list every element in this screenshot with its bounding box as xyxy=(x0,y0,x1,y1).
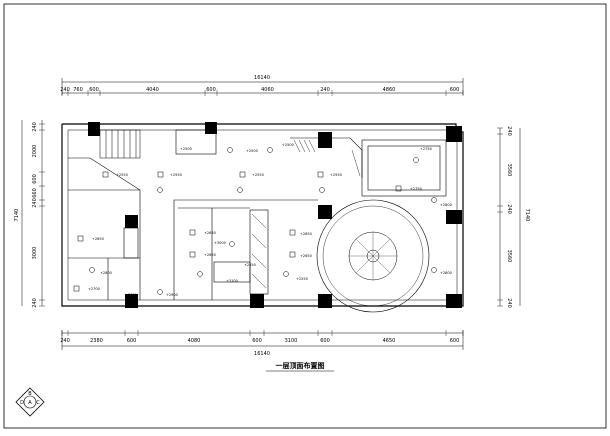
badge-letter-left: D xyxy=(20,400,24,406)
sheet-border xyxy=(3,3,607,429)
fixture-elevation-label: +2650 xyxy=(92,237,104,241)
fixture-elevation-label: +3100 xyxy=(226,279,238,283)
interior-partitions xyxy=(68,129,363,300)
bottom-dimension-value: 4080 xyxy=(188,338,201,344)
bottom-overall-value: 16140 xyxy=(254,351,270,357)
coffered-ceiling-panel xyxy=(361,139,447,197)
top-dimension-value: 4860 xyxy=(383,87,396,93)
top-dimension-value: 240 xyxy=(320,87,330,93)
stair xyxy=(99,129,141,159)
fixture-elevation-label: +2700 xyxy=(88,287,100,291)
left-dimension-value: 240 xyxy=(32,298,38,308)
right-dimension-value: 240 xyxy=(506,298,512,308)
fixture-elevation-label: +2750 xyxy=(410,187,422,191)
left-overall-value: 7140 xyxy=(14,209,20,222)
fixture-elevation-label: +2700 xyxy=(125,293,137,297)
fixture-elevation-label: +2550 xyxy=(170,173,182,177)
fixture-elevation-label: +2650 xyxy=(204,253,216,257)
bottom-dimension-value: 600 xyxy=(252,338,262,344)
fixture-elevation-label: +2550 xyxy=(116,173,128,177)
structural-columns xyxy=(88,122,462,308)
fixture-elevation-label: +2650 xyxy=(300,232,312,236)
bottom-dimension-value: 600 xyxy=(127,338,137,344)
fixture-elevation-label: +2500 xyxy=(180,147,192,151)
fixture-elevation-label: +2550 xyxy=(296,277,308,281)
badge-letter-center: A xyxy=(28,400,32,406)
fixture-elevation-labels: +2550 +2550 +2550 +2550 +2500 +2500 +2500 +2650… xyxy=(88,143,452,297)
bottom-dimension-value: 600 xyxy=(320,338,330,344)
fixture-elevation-label: +2650 xyxy=(300,254,312,258)
left-dimension-value: 240 xyxy=(32,122,38,132)
hatched-elements xyxy=(251,139,361,289)
outer-walls xyxy=(61,123,464,307)
left-overall-dimension: 7140 xyxy=(14,120,23,306)
top-dimension-value: 4040 xyxy=(146,87,159,93)
fixture-elevation-label: +2800 xyxy=(100,271,112,275)
fixture-elevation-label: +2500 xyxy=(282,143,294,147)
right-overall-value: 7140 xyxy=(524,209,530,222)
right-overall-dimension: 7140 xyxy=(519,128,530,306)
bottom-dimension-value: 600 xyxy=(450,338,460,344)
bottom-segment-dimensions: 240 2380 600 4080 600 3100 600 4650 600 xyxy=(60,330,464,344)
fixture-elevation-label: +2550 xyxy=(252,173,264,177)
right-dimension-value: 240 xyxy=(506,126,512,136)
left-dimension-value: 240 xyxy=(32,198,38,208)
fixture-elevation-label: +2550 xyxy=(330,173,342,177)
fixture-elevation-label: +2750 xyxy=(420,147,432,151)
fixture-elevation-label: +2650 xyxy=(204,231,216,235)
badge-letter-top: B xyxy=(28,391,32,397)
right-segment-dimensions: 240 3560 240 3560 240 xyxy=(497,126,512,308)
top-overall-value: 16140 xyxy=(254,75,270,81)
fixture-elevation-label: +2900 xyxy=(166,293,178,297)
top-dimension-value: 600 xyxy=(89,87,99,93)
top-dimension-value: 760 xyxy=(73,87,83,93)
right-dimension-value: 240 xyxy=(506,204,512,214)
left-dimension-value: 3000 xyxy=(32,247,38,260)
bottom-dimension-value: 4650 xyxy=(383,338,396,344)
top-dimension-value: 240 xyxy=(60,87,70,93)
circular-ceiling-feature xyxy=(316,199,430,313)
top-dimension-value: 600 xyxy=(450,87,460,93)
bottom-overall-dimension: 16140 xyxy=(61,330,464,357)
top-dimension-value: 600 xyxy=(206,87,216,93)
bottom-dimension-value: 3100 xyxy=(285,338,298,344)
left-dimension-value: 2000 xyxy=(32,145,38,158)
left-dimension-value: 600 xyxy=(32,174,38,184)
fixture-elevation-label: +3000 xyxy=(214,241,226,245)
bottom-dimension-value: 2380 xyxy=(90,338,103,344)
fixture-elevation-label: +2550 xyxy=(244,263,256,267)
right-dimension-value: 3560 xyxy=(506,164,512,177)
light-fixtures xyxy=(73,147,437,295)
direction-badge: B D A C xyxy=(15,387,45,417)
right-dimension-value: 3560 xyxy=(506,250,512,263)
badge-letter-right: C xyxy=(36,400,40,406)
fixture-elevation-label: +2800 xyxy=(440,203,452,207)
drawing-title: 一层顶面布置图 xyxy=(276,361,325,370)
fixture-elevation-label: +2800 xyxy=(440,271,452,275)
bottom-dimension-value: 240 xyxy=(60,338,70,344)
top-dimension-value: 4060 xyxy=(261,87,274,93)
left-dimension-value: 660 xyxy=(32,188,38,198)
fixture-elevation-label: +2500 xyxy=(246,149,258,153)
